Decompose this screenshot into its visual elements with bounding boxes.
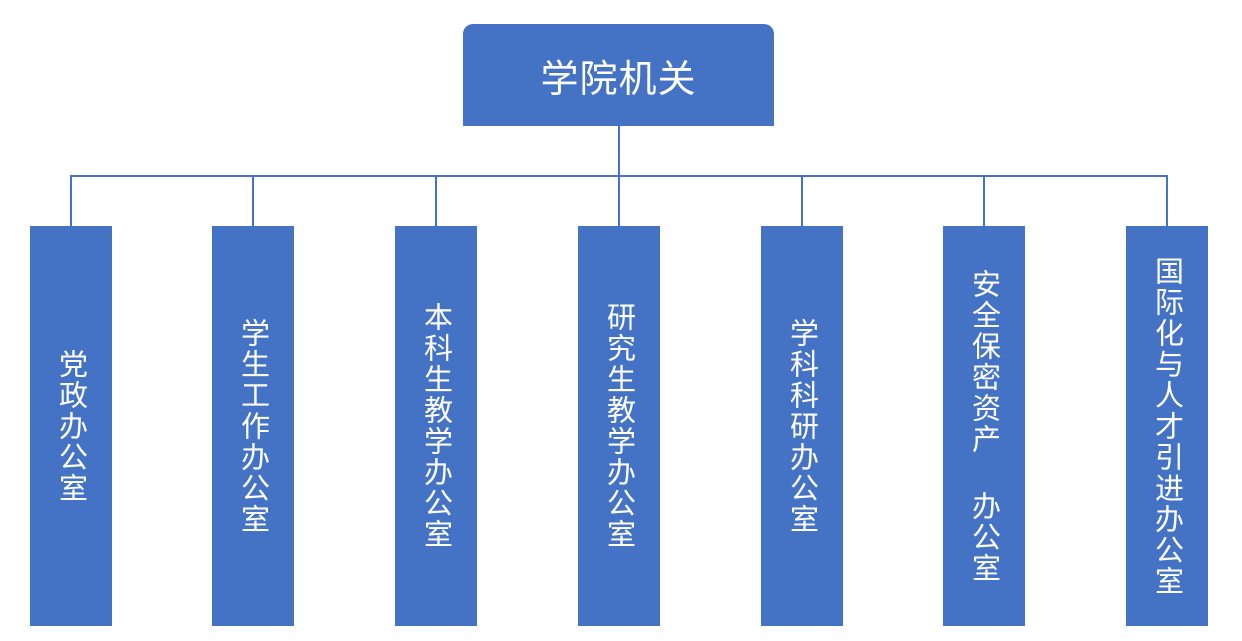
office-node-graduate-teaching: 研究生教学办公室: [578, 226, 660, 626]
office-node-security-assets: 安全保密资产 办公室: [943, 226, 1025, 626]
office-node-label: 党政办公室: [54, 348, 89, 504]
office-node-discipline-research: 学科科研办公室: [761, 226, 843, 626]
root-node-label: 学院机关: [540, 56, 697, 101]
office-node-international-talent: 国际化与人才引进办公室: [1126, 226, 1208, 626]
office-node-label: 本科生教学办公室: [419, 302, 454, 550]
office-node-student-affairs: 学生工作办公室: [212, 226, 294, 626]
office-node-label: 学生工作办公室: [236, 317, 271, 535]
office-node-party-admin: 党政办公室: [30, 226, 112, 626]
office-node-label: 国际化与人才引进办公室: [1150, 255, 1185, 597]
office-node-label: 学科科研办公室: [785, 317, 820, 535]
office-node-label: 安全保密资产 办公室: [967, 268, 1002, 584]
root-node: 学院机关: [463, 24, 774, 126]
office-node-label: 研究生教学办公室: [602, 302, 637, 550]
office-node-undergrad-teaching: 本科生教学办公室: [395, 226, 477, 626]
